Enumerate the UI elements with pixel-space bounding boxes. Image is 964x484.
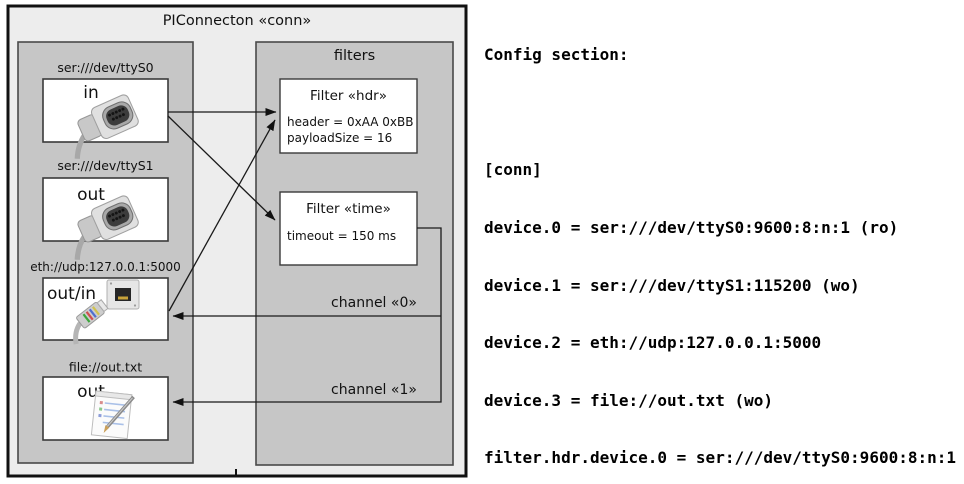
- filter-attr: header = 0xAA 0xBB: [287, 115, 413, 129]
- connection-arrows: [167, 108, 442, 406]
- filter-time-box: [279, 191, 418, 266]
- device-label: eth://udp:127.0.0.1:5000: [30, 260, 181, 274]
- devices-panel: ser:///dev/ttyS0 in ser:///dev/ttyS1 out…: [17, 41, 194, 464]
- channel-0-label: channel «0»: [331, 295, 417, 311]
- config-heading: Config section:: [484, 45, 629, 65]
- filter-attr: payloadSize = 16: [287, 131, 392, 145]
- config-line: device.2 = eth://udp:127.0.0.1:5000: [484, 333, 822, 353]
- notepad-icon: [90, 390, 135, 440]
- arrow-eth-to-hdr: [168, 119, 276, 312]
- config-body: [conn] device.0 = ser:///dev/ttyS0:9600:…: [484, 122, 962, 484]
- filters-panel: filters Filter «hdr» header = 0xAA 0xBB …: [255, 41, 454, 466]
- device-label: ser:///dev/ttyS1: [57, 158, 153, 173]
- device-port: out/in: [47, 284, 96, 304]
- device-label: file://out.txt: [69, 360, 142, 375]
- filter-title: Filter «time»: [306, 201, 391, 217]
- diagram-title: PIConnecton «conn»: [163, 13, 312, 29]
- device-label: ser:///dev/ttyS0: [57, 60, 153, 75]
- channel-1-label: channel «1»: [331, 382, 417, 398]
- config-line: device.1 = ser:///dev/ttyS1:115200 (wo): [484, 275, 860, 295]
- device-port: out: [77, 185, 105, 205]
- arrow-ttyS0-to-time: [167, 115, 276, 221]
- connection-diagram: PIConnecton «conn» ser:///dev/ttyS0 in s…: [6, 4, 468, 478]
- config-line: [conn]: [484, 160, 542, 180]
- arrow-channel-1-time-to-file: [172, 227, 442, 406]
- filter-hdr-box: [279, 78, 418, 154]
- config-line: device.0 = ser:///dev/ttyS0:9600:8:n:1 (…: [484, 218, 899, 238]
- filter-attr: timeout = 150 ms: [287, 229, 396, 243]
- config-panel: Config section: [conn] device.0 = ser://…: [484, 7, 962, 484]
- filter-title: Filter «hdr»: [310, 88, 387, 104]
- ethernet-jack-icon: [73, 279, 140, 345]
- device-port: in: [83, 83, 99, 103]
- filters-panel-title: filters: [334, 48, 375, 64]
- config-line: filter.hdr.device.0 = ser:///dev/ttyS0:9…: [484, 448, 957, 468]
- config-line: device.3 = file://out.txt (wo): [484, 390, 773, 410]
